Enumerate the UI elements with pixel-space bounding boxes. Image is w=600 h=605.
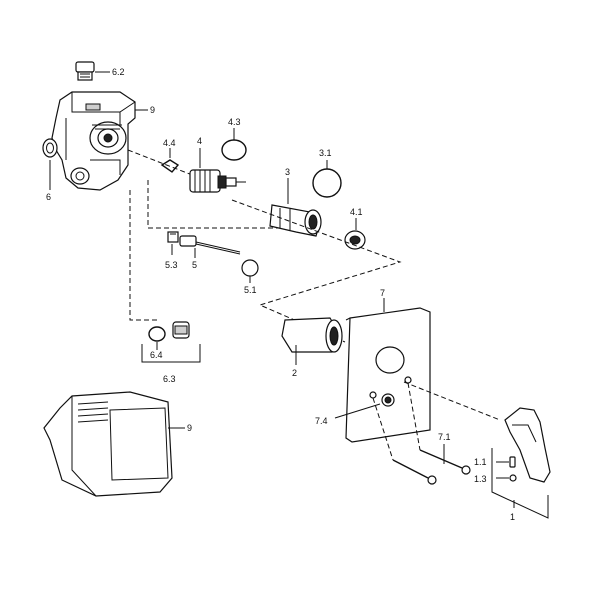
part-3-1-o-ring bbox=[312, 160, 342, 198]
part-5-spindle bbox=[167, 231, 241, 258]
part-4-1-nut bbox=[344, 218, 366, 250]
label-6-4: 6.4 bbox=[150, 350, 163, 360]
label-3-1: 3.1 bbox=[319, 148, 332, 158]
label-4-3: 4.3 bbox=[228, 117, 241, 127]
label-1-3: 1.3 bbox=[474, 474, 487, 484]
label-9-bottom: 9 bbox=[187, 423, 192, 433]
label-4: 4 bbox=[197, 136, 202, 146]
axis-plate-to-handle bbox=[403, 381, 501, 421]
label-6-3: 6.3 bbox=[163, 374, 176, 384]
part-9-cover-box bbox=[43, 391, 185, 497]
part-6-valve-body bbox=[42, 91, 148, 191]
bracket-6-3 bbox=[141, 344, 201, 363]
part-4-4-clip bbox=[160, 148, 180, 173]
part-4-3-o-ring bbox=[221, 128, 247, 161]
label-6: 6 bbox=[46, 192, 51, 202]
part-4-cartridge bbox=[189, 148, 246, 193]
label-4-4: 4.4 bbox=[163, 138, 176, 148]
axis-body-to-cartridge bbox=[127, 149, 201, 179]
part-6-3-plug bbox=[172, 321, 190, 339]
label-6-2: 6.2 bbox=[112, 67, 125, 77]
part-6-2-plug bbox=[75, 61, 110, 81]
label-5: 5 bbox=[192, 260, 197, 270]
label-4-1: 4.1 bbox=[350, 207, 363, 217]
label-7: 7 bbox=[380, 288, 385, 298]
label-1: 1 bbox=[510, 512, 515, 522]
label-9-top: 9 bbox=[150, 105, 155, 115]
axis-body-to-plug bbox=[129, 190, 160, 321]
label-5-1: 5.1 bbox=[244, 285, 257, 295]
part-6-4-washer bbox=[148, 326, 166, 342]
label-5-3: 5.3 bbox=[165, 260, 178, 270]
part-1-lever-handle bbox=[491, 407, 551, 519]
part-2-sleeve bbox=[281, 317, 343, 365]
axis-body-to-spindle bbox=[147, 180, 300, 229]
part-5-1-cap bbox=[241, 259, 259, 283]
part-7-1-screws bbox=[372, 382, 471, 485]
label-1-1: 1.1 bbox=[474, 457, 487, 467]
part-7-4-screw bbox=[334, 393, 395, 419]
label-7-1: 7.1 bbox=[438, 432, 451, 442]
label-2: 2 bbox=[292, 368, 297, 378]
part-7-cover-plate bbox=[345, 298, 431, 443]
label-3: 3 bbox=[285, 167, 290, 177]
label-7-4: 7.4 bbox=[315, 416, 328, 426]
